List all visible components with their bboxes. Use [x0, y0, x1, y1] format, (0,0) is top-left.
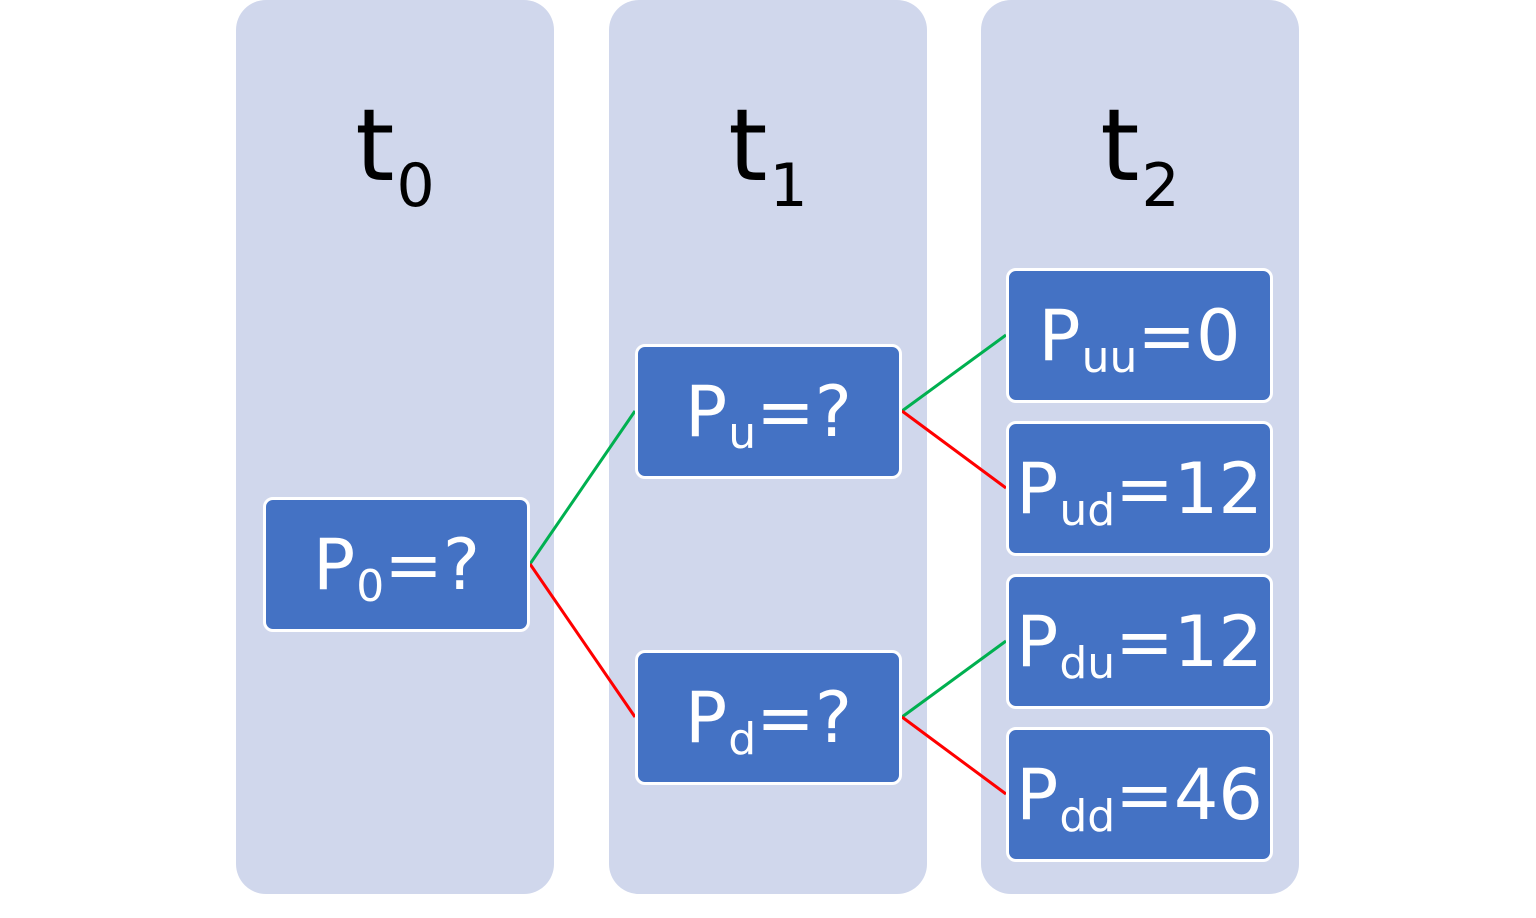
- branch-down-p0-pd: [528, 563, 637, 718]
- branch-down-pu-pud: [901, 409, 1007, 490]
- branch-down-pd-pdd: [901, 715, 1007, 796]
- branch-up-pd-pdu: [901, 639, 1007, 719]
- column-header-t0: t0: [355, 87, 435, 221]
- branch-up-p0-pu: [528, 410, 637, 565]
- column-header-t1: t1: [728, 87, 808, 221]
- branch-up-pu-puu: [901, 333, 1007, 413]
- column-t0: t0: [236, 0, 554, 894]
- column-header-t2: t2: [1100, 87, 1180, 221]
